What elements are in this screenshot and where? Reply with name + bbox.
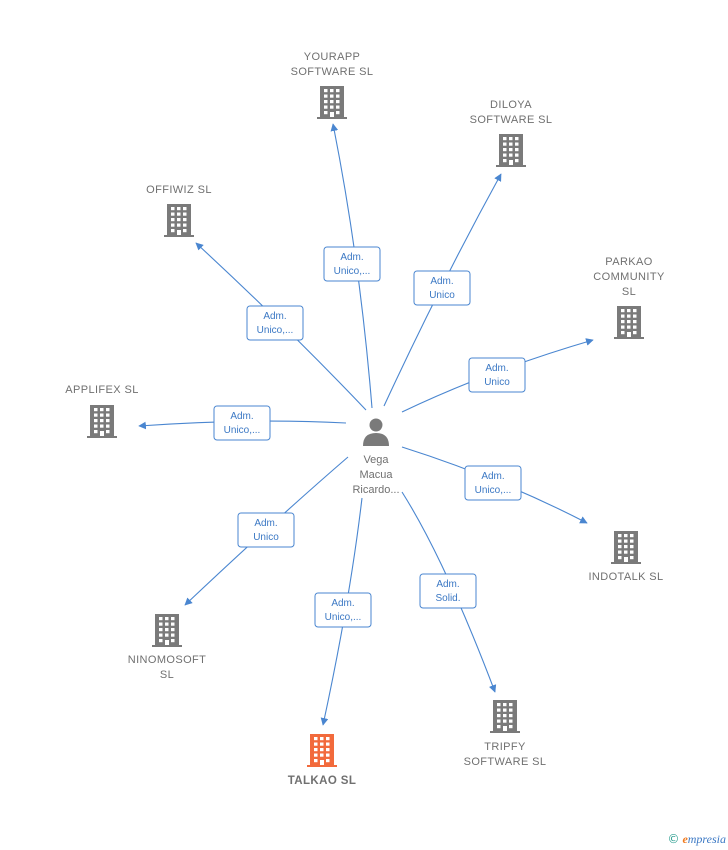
company-label-offiwiz[interactable]: OFFIWIZ SL bbox=[146, 184, 212, 196]
relation-label-talkao[interactable]: Adm. Unico,... bbox=[314, 592, 372, 628]
svg-text:Unico,...: Unico,... bbox=[325, 612, 362, 623]
building-icon-talkao bbox=[307, 734, 337, 767]
relation-label-yourapp[interactable]: Adm. Unico,... bbox=[323, 246, 381, 282]
svg-text:Adm.: Adm. bbox=[436, 579, 459, 590]
svg-text:Unico,...: Unico,... bbox=[257, 325, 294, 336]
building-icon-parkao bbox=[614, 306, 644, 339]
svg-text:Adm.: Adm. bbox=[481, 471, 504, 482]
person-icon bbox=[363, 418, 389, 446]
relation-label-offiwiz[interactable]: Adm. Unico,... bbox=[246, 305, 304, 341]
building-icon-diloya bbox=[496, 134, 526, 167]
copyright-symbol: © bbox=[667, 832, 680, 846]
svg-text:Unico: Unico bbox=[484, 377, 510, 388]
svg-text:Unico: Unico bbox=[429, 290, 455, 301]
building-icon-yourapp bbox=[317, 86, 347, 119]
relation-label-parkao[interactable]: Adm. Unico bbox=[468, 357, 526, 393]
company-label-indotalk[interactable]: INDOTALK SL bbox=[588, 571, 663, 583]
svg-text:Adm.: Adm. bbox=[331, 598, 354, 609]
svg-text:Solid.: Solid. bbox=[435, 593, 460, 604]
relation-label-indotalk[interactable]: Adm. Unico,... bbox=[464, 465, 522, 501]
relation-label-ninomosoft[interactable]: Adm. Unico bbox=[237, 512, 295, 548]
brand-initial: e bbox=[682, 832, 688, 846]
svg-text:Unico,...: Unico,... bbox=[224, 425, 261, 436]
relation-label-applifex[interactable]: Adm. Unico,... bbox=[213, 405, 271, 441]
svg-text:Adm.: Adm. bbox=[340, 252, 363, 263]
brand-name: mpresia bbox=[687, 832, 726, 846]
company-label-applifex[interactable]: APPLIFEX SL bbox=[65, 384, 139, 396]
building-icon-tripfy bbox=[490, 700, 520, 733]
watermark: ©empresia bbox=[667, 832, 726, 847]
svg-text:Unico,...: Unico,... bbox=[334, 266, 371, 277]
building-icon-offiwiz bbox=[164, 204, 194, 237]
svg-text:Adm.: Adm. bbox=[263, 311, 286, 322]
building-icon-indotalk bbox=[611, 531, 641, 564]
building-icon-applifex bbox=[87, 405, 117, 438]
building-icon-ninomosoft bbox=[152, 614, 182, 647]
svg-text:Unico: Unico bbox=[253, 532, 279, 543]
svg-text:Adm.: Adm. bbox=[254, 518, 277, 529]
svg-text:Adm.: Adm. bbox=[230, 411, 253, 422]
relation-label-tripfy[interactable]: Adm. Solid. bbox=[419, 573, 477, 609]
svg-text:Adm.: Adm. bbox=[430, 276, 453, 287]
edges bbox=[138, 123, 594, 726]
svg-text:Adm.: Adm. bbox=[485, 363, 508, 374]
svg-text:Unico,...: Unico,... bbox=[475, 485, 512, 496]
company-label-talkao[interactable]: TALKAO SL bbox=[288, 775, 357, 787]
relation-label-diloya[interactable]: Adm. Unico bbox=[413, 270, 471, 306]
edge-labels: Adm.Unico,...Adm.UnicoAdm.Unico,...Adm.U… bbox=[213, 246, 526, 628]
